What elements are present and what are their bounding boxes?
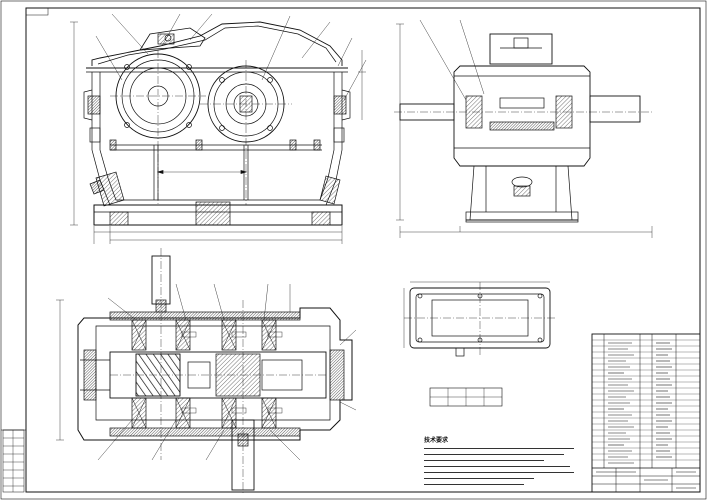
- technical-requirements-title: 技术要求: [424, 437, 449, 444]
- plan-section-view: [56, 248, 357, 495]
- note-lines-placeholder: [424, 446, 584, 488]
- side-view: [394, 19, 653, 238]
- title-block-marks: [596, 342, 696, 489]
- cover-top-view: [403, 281, 556, 407]
- technical-requirements-notes: [424, 446, 584, 488]
- title-block: [2, 333, 701, 493]
- front-view: [70, 13, 367, 244]
